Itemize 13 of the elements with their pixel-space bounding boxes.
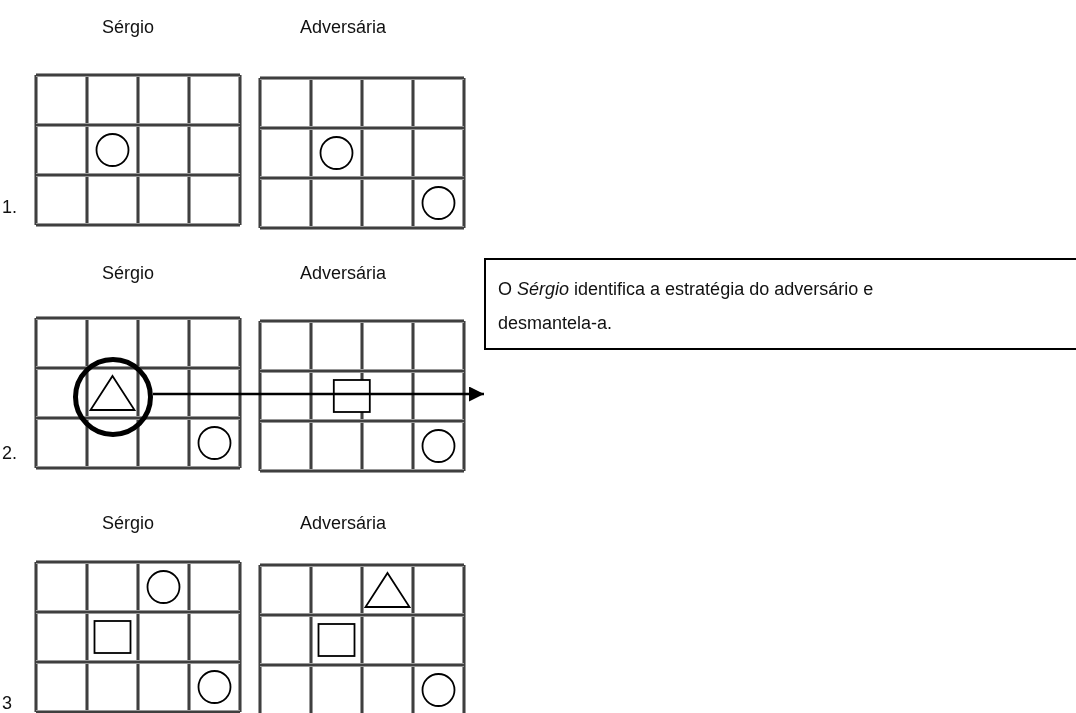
callout-text: O Sérgio identifica a estratégia do adversário e desmantela-a. — [498, 278, 875, 335]
row-number: 3 — [2, 692, 12, 713]
row-number: 1. — [2, 196, 17, 218]
callout-box — [484, 258, 1076, 350]
arrow — [153, 386, 484, 402]
highlight-circle — [73, 357, 153, 437]
player-name: Adversária — [300, 512, 387, 534]
row-number: 2. — [2, 442, 17, 464]
player-name: Sérgio — [102, 262, 155, 284]
player-name: Adversária — [300, 16, 387, 38]
player-name: Sérgio — [102, 512, 155, 534]
player-name: Sérgio — [102, 16, 155, 38]
player-name: Adversária — [300, 262, 387, 284]
